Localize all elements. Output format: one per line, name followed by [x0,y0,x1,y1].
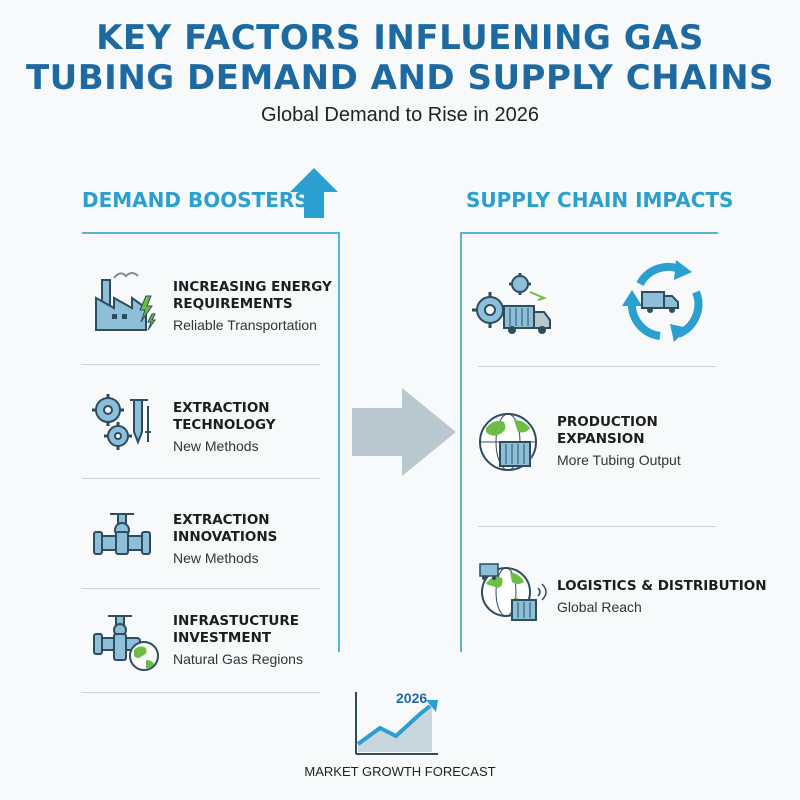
supply-item-1: PRODUCTION EXPANSION More Tubing Output [557,414,681,468]
demand-item-2: EXTRACTION TECHNOLOGY New Methods [173,400,276,454]
supply-top-rule [460,232,718,234]
supply-item-1-subtitle: More Tubing Output [557,452,681,468]
supply-item-2-subtitle: Global Reach [557,599,642,615]
supply-item-1-title-line-1: PRODUCTION [557,414,658,430]
demand-item-1: INCREASING ENERGY REQUIREMENTS Reliable … [173,279,332,333]
demand-item-2-title-line-1: EXTRACTION [173,400,270,416]
flow-arrow-icon [352,388,456,476]
divider [82,588,320,589]
supply-item-2-title-line-1: LOGISTICS & DISTRIBUTION [557,578,767,594]
growth-chart-icon [355,692,438,755]
factory-power-icon [90,268,160,343]
supply-item-2: LOGISTICS & DISTRIBUTION Global Reach [557,578,767,615]
pipeline-globe-icon [90,610,162,681]
demand-item-2-title-line-2: TECHNOLOGY [173,417,276,433]
supply-item-2-title: LOGISTICS & DISTRIBUTION [557,578,767,595]
demand-item-4-title-line-1: INFRASTUCTURE [173,613,299,629]
globe-container-icon [474,408,554,483]
gears-drill-icon [90,392,160,459]
page-title: KEY FACTORS INFLUENING GAS TUBING DEMAND… [0,18,800,98]
supply-item-1-title: PRODUCTION EXPANSION [557,414,681,448]
divider [82,364,320,365]
demand-item-1-title-line-2: REQUIREMENTS [173,296,293,312]
demand-heading: DEMAND BOOSTERS [82,188,309,212]
demand-side-rule [338,232,340,652]
up-arrow-icon [290,168,338,218]
demand-item-1-title-line-1: INCREASING ENERGY [173,279,332,295]
divider [82,478,320,479]
demand-item-3-title-line-1: EXTRACTION [173,512,270,528]
title-line-1: KEY FACTORS INFLUENING GAS [96,18,704,58]
page-subtitle: Global Demand to Rise in 2026 [261,104,539,126]
forecast-year: 2026 [396,690,428,706]
demand-item-1-subtitle: Reliable Transportation [173,317,317,333]
gear-truck-icon [470,270,554,341]
demand-item-4-title: INFRASTUCTURE INVESTMENT [173,613,303,647]
divider [478,526,716,527]
divider [82,692,320,693]
supply-heading: SUPPLY CHAIN IMPACTS [466,188,734,212]
demand-item-3-title-line-2: INNOVATIONS [173,529,278,545]
demand-item-3: EXTRACTION INNOVATIONS New Methods [173,512,277,566]
pipe-valve-icon [90,504,160,571]
demand-item-3-subtitle: New Methods [173,550,259,566]
demand-item-4: INFRASTUCTURE INVESTMENT Natural Gas Reg… [173,613,303,667]
cycle-truck-icon [620,258,710,349]
supply-side-rule [460,232,462,652]
demand-item-2-subtitle: New Methods [173,438,259,454]
demand-item-1-title: INCREASING ENERGY REQUIREMENTS [173,279,332,313]
demand-item-4-subtitle: Natural Gas Regions [173,651,303,667]
forecast-label: MARKET GROWTH FORECAST [304,764,496,779]
title-line-2: TUBING DEMAND AND SUPPLY CHAINS [25,58,775,98]
divider [478,366,716,367]
demand-item-4-title-line-2: INVESTMENT [173,630,272,646]
demand-item-3-title: EXTRACTION INNOVATIONS [173,512,277,546]
demand-item-2-title: EXTRACTION TECHNOLOGY [173,400,276,434]
demand-top-rule [82,232,340,234]
supply-item-1-title-line-2: EXPANSION [557,431,645,447]
globe-truck-icon [476,562,552,633]
